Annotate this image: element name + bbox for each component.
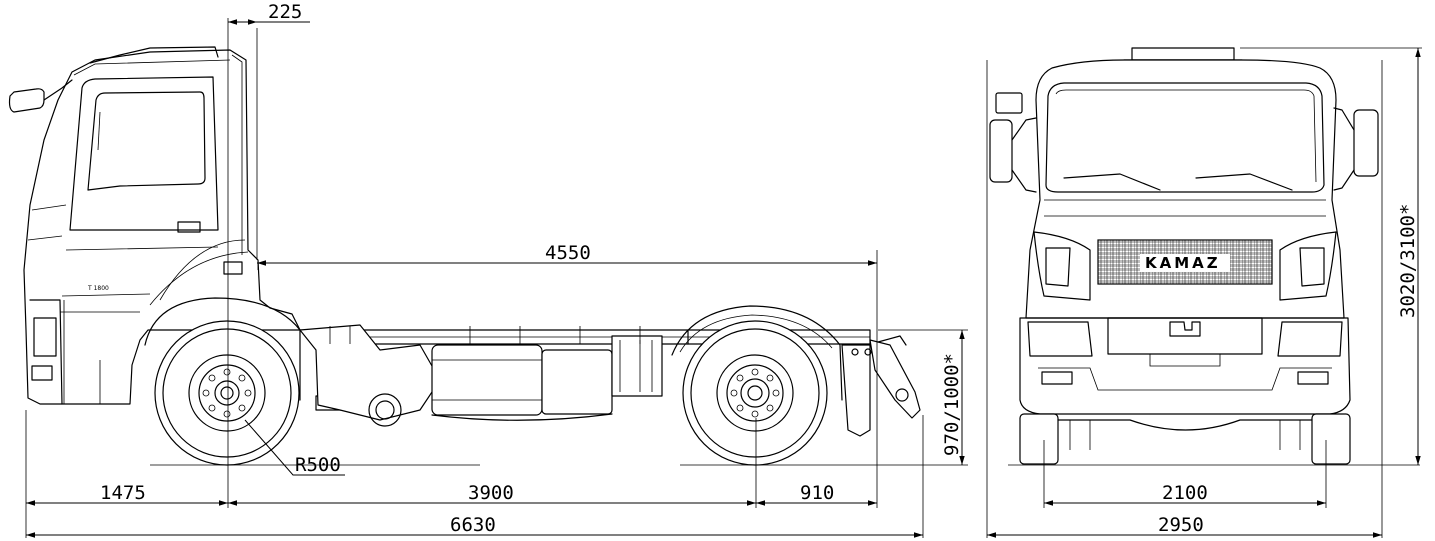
cab-door [69, 76, 219, 231]
front-tyre-right [1311, 413, 1351, 465]
battery-box [541, 349, 613, 415]
dim-overall-width: 2950 [1158, 514, 1204, 536]
dim-frame-length: 4550 [545, 242, 591, 264]
mud-flap [841, 344, 871, 437]
door-handle [177, 221, 201, 233]
fog-lamp [31, 365, 53, 381]
drivetrain [299, 324, 441, 421]
side-badge: T 1800 [87, 285, 109, 292]
badge-emblem [1169, 321, 1201, 337]
windshield [1045, 82, 1325, 193]
front-view: KAMAZ 2100 2950 3020/3100* [986, 47, 1422, 538]
dim-front-overhang: 1475 [100, 482, 146, 504]
dim-overall-height: 3020/3100* [1397, 204, 1419, 318]
fog-lamp-left [1041, 371, 1073, 385]
bumper-lamp-right [1277, 321, 1343, 357]
tow-hitch [869, 339, 921, 419]
headlamp [33, 317, 57, 357]
fuel-tank [431, 344, 543, 416]
front-mirror-right [1353, 109, 1379, 177]
front-wheel-arch [144, 297, 301, 401]
wiper-right [1195, 173, 1293, 191]
front-axle [1057, 419, 1313, 431]
door-window [87, 91, 206, 191]
fog-lamp-right [1297, 371, 1329, 385]
roof-hatch [1131, 47, 1235, 61]
dim-wheelbase: 3900 [468, 482, 514, 504]
front-tyre-left [1019, 413, 1059, 465]
dim-track-width: 2100 [1162, 482, 1208, 504]
headlamp-right [1299, 247, 1325, 287]
brand-logo: KAMAZ [1145, 254, 1221, 272]
dim-cab-offset: 225 [268, 1, 302, 23]
side-view: T 1800 [8, 1, 968, 538]
front-mirror-small-left [995, 92, 1023, 114]
cab-step [223, 261, 243, 275]
dim-wheel-radius: R500 [295, 454, 341, 476]
front-mirror-left [989, 119, 1013, 183]
bumper-lamp-left [1027, 321, 1093, 357]
rear-fender [671, 305, 843, 401]
roof-spoiler [89, 46, 219, 64]
side-mirror [8, 88, 45, 113]
wiper-left [1063, 173, 1161, 191]
front-wheel [154, 320, 300, 466]
dim-frame-height: 970/1000* [941, 353, 963, 456]
dim-overall-length: 6630 [450, 514, 496, 536]
headlamp-left [1045, 247, 1071, 287]
rear-mount [611, 335, 663, 397]
rear-wheel [682, 320, 828, 466]
dim-rear-overhang: 910 [800, 482, 834, 504]
